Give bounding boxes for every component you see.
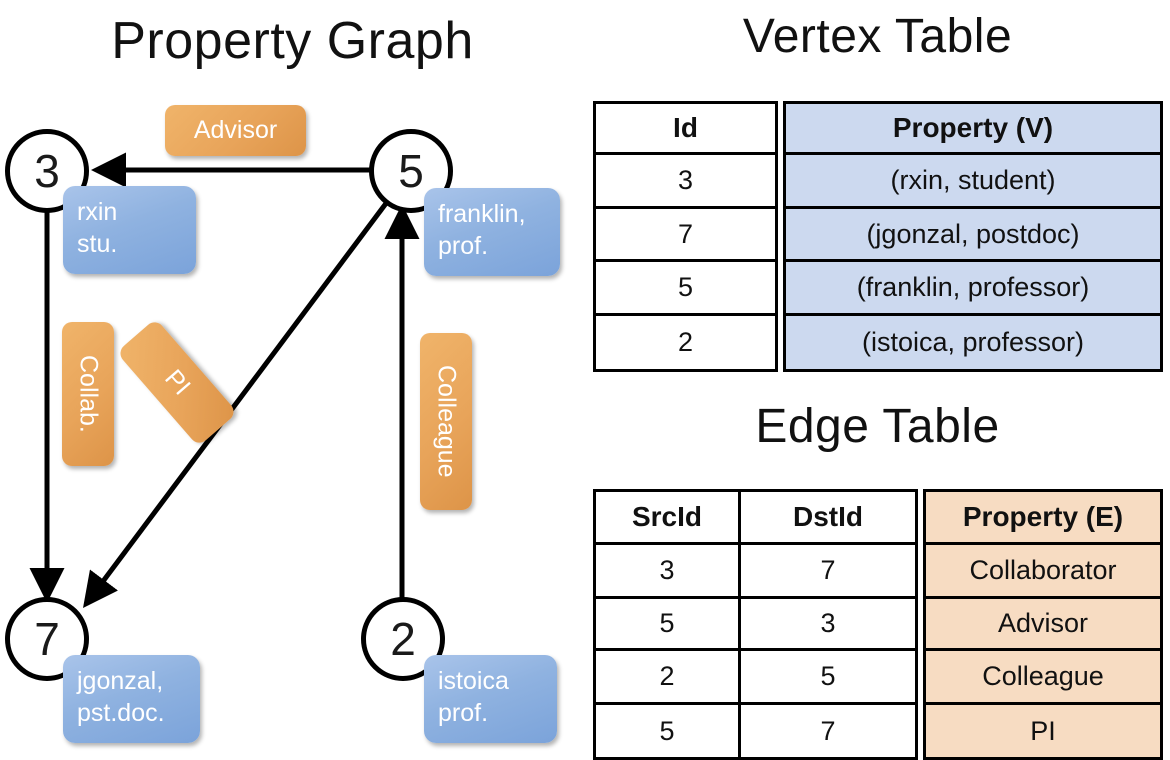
edge-table-cell-srcid: 3: [596, 545, 738, 599]
edge-label-colleague[interactable]: Colleague: [420, 333, 472, 510]
vertex-property-3-line2: stu.: [77, 230, 118, 258]
edge-label-collab[interactable]: Collab.: [62, 322, 114, 466]
edge-table-property-column: Property (E) Collaborator Advisor Collea…: [923, 489, 1163, 760]
graph-node-7-label: 7: [34, 613, 60, 665]
edge-table-cell-srcid: 2: [596, 651, 738, 706]
graph-node-3-label: 3: [34, 145, 60, 197]
edge-table: SrcId 3 5 2 5 DstId 7 3 5 7 Property (E)…: [593, 489, 1163, 760]
vertex-table-header-property: Property (V): [786, 104, 1160, 155]
vertex-property-box-7[interactable]: jgonzal, pst.doc.: [63, 655, 200, 743]
vertex-property-2-line1: istoica: [438, 667, 509, 695]
page-title-property-graph: Property Graph: [111, 12, 474, 70]
edge-5-to-7: [83, 196, 393, 609]
vertex-table-cell-id: 7: [596, 209, 775, 263]
vertex-table-property-column: Property (V) (rxin, student) (jgonzal, p…: [783, 101, 1163, 372]
edge-label-advisor-text: Advisor: [193, 116, 278, 144]
vertex-table-cell-property: (jgonzal, postdoc): [786, 208, 1160, 263]
edge-table-cell-dstid: 5: [741, 651, 915, 706]
edge-table-cell-property: Collaborator: [926, 544, 1160, 599]
edge-table-srcid-column: SrcId 3 5 2 5: [593, 489, 741, 760]
graph-node-5-label: 5: [398, 145, 424, 197]
vertex-table-id-column: Id 3 7 5 2: [593, 101, 778, 372]
edge-label-pi-text: PI: [159, 364, 196, 401]
vertex-table-cell-id: 3: [596, 155, 775, 209]
edge-label-colleague-text: Colleague: [432, 365, 461, 478]
vertex-property-7-line1: jgonzal,: [77, 667, 164, 695]
edge-table-cell-property: Colleague: [926, 651, 1160, 706]
vertex-property-box-3[interactable]: rxin stu.: [63, 186, 196, 274]
edge-label-advisor[interactable]: Advisor: [165, 105, 306, 156]
vertex-property-7-line2: pst.doc.: [77, 699, 165, 727]
edge-table-cell-property: PI: [926, 705, 1160, 757]
vertex-property-box-2[interactable]: istoica prof.: [424, 655, 557, 743]
graph-node-2-label: 2: [390, 613, 416, 665]
vertex-property-box-5[interactable]: franklin, prof.: [424, 188, 560, 276]
edge-table-cell-dstid: 7: [741, 545, 915, 599]
property-graph-diagram: 3 5 7 2 rxin stu. franklin, prof. jgonza…: [5, 105, 560, 743]
vertex-table-cell-property: (istoica, professor): [786, 316, 1160, 369]
vertex-property-5-line2: prof.: [438, 232, 489, 260]
vertex-property-2-line2: prof.: [438, 699, 489, 727]
vertex-table-cell-id: 2: [677, 327, 694, 358]
vertex-table-cell-property: (franklin, professor): [786, 262, 1160, 317]
edge-table-header-dstid: DstId: [741, 492, 915, 545]
vertex-property-5-line1: franklin,: [438, 200, 526, 228]
vertex-table-cell-property: (rxin, student): [786, 154, 1160, 209]
vertex-table: Id 3 7 5 2 Property (V) (rxin, student) …: [593, 101, 1163, 372]
edge-table-header-srcid: SrcId: [596, 492, 738, 545]
edge-table-cell-dstid: 3: [741, 599, 915, 652]
graph-edges-svg: [29, 152, 420, 609]
edge-table-cell-dstid: 7: [820, 715, 836, 746]
graph-node-2[interactable]: 2: [361, 597, 445, 681]
edge-table-cell-srcid: 5: [596, 599, 738, 652]
page-title-vertex-table: Vertex Table: [742, 10, 1013, 63]
vertex-table-header-id: Id: [596, 104, 775, 155]
edge-table-dstid-column: DstId 7 3 5 7: [741, 489, 918, 760]
edge-table-cell-srcid: 5: [659, 715, 675, 746]
edge-table-cell-property: Advisor: [926, 598, 1160, 652]
vertex-table-cell-id: 5: [596, 262, 775, 317]
edge-label-collab-text: Collab.: [74, 355, 103, 433]
vertex-property-3-line1: rxin: [77, 198, 118, 226]
edge-table-header-property: Property (E): [926, 492, 1160, 545]
page-title-edge-table: Edge Table: [755, 400, 1000, 453]
